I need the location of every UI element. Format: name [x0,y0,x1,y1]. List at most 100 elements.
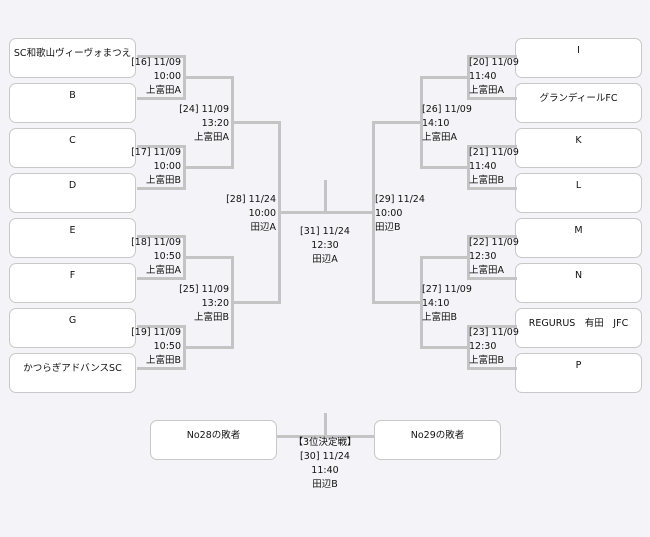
match-number-date: [23] 11/09 [469,327,519,338]
match-time: 14:10 [422,118,450,129]
bracket-line [372,301,423,304]
match-venue: 上富田B [145,175,181,186]
match-venue: 田辺A [250,222,277,233]
match-venue: 上富田A [469,85,504,96]
match-number-date: [19] 11/09 [131,327,181,338]
match-venue: 上富田A [194,132,229,143]
team-box-right: REGURUS 有田 JFC [515,308,642,348]
team-box-left: B [9,83,136,123]
bracket-line [467,55,517,58]
match-time: 11:40 [469,71,497,82]
team-name: D [68,180,77,191]
team-name: REGURUS 有田 JFC [528,318,629,329]
bracket-line [420,346,470,349]
match-venue: 上富田B [145,355,181,366]
match-number-date: [17] 11/09 [131,147,181,158]
team-box-right: グランディールFC [515,83,642,123]
match-time: 13:20 [201,298,229,309]
bracket-line [420,166,470,169]
bracket-line [420,256,470,259]
bracket-line [137,325,186,328]
match-time: 10:00 [248,208,276,219]
team-name: No28の敗者 [186,430,241,441]
match-number-date: [26] 11/09 [422,104,472,115]
team-box-right: I [515,38,642,78]
match-venue: 上富田A [422,132,457,143]
team-name: F [69,270,76,281]
match-time: 12:30 [469,341,497,352]
third-place-team-left: No28の敗者 [150,420,277,460]
team-name: K [575,135,582,146]
team-name: No29の敗者 [410,430,465,441]
match-time: 11:40 [469,161,497,172]
match-venue: 田辺A [312,254,338,265]
bracket-line [137,235,186,238]
team-box-left: SC和歌山ヴィーヴォまつえ [9,38,136,78]
team-name: C [69,135,76,146]
bracket-line [467,325,517,328]
team-name: N [574,270,583,281]
team-name: かつらぎアドバンスSC [23,363,122,374]
match-time: 10:00 [153,71,181,82]
team-box-left: かつらぎアドバンスSC [9,353,136,393]
bracket-line [278,211,328,214]
bracket-line [324,180,327,214]
match-number-date: [29] 11/24 [375,194,425,205]
team-box-right: K [515,128,642,168]
bracket-line [137,277,186,280]
match-time: 10:00 [375,208,403,219]
match-number-date: [25] 11/09 [179,284,229,295]
match-number-date: [31] 11/24 [300,226,350,237]
match-label-17: [17] 11/09 10:00 上富田B [131,146,181,188]
match-number-date: [28] 11/24 [226,194,276,205]
match-label-30: 【3位決定戦】 [30] 11/24 11:40 田辺B [275,436,375,492]
bracket-line [467,277,517,280]
match-label-26: [26] 11/09 14:10 上富田A [422,103,472,145]
bracket-line [137,55,186,58]
match-number-date: [27] 11/09 [422,284,472,295]
team-box-left: G [9,308,136,348]
team-box-left: E [9,218,136,258]
team-box-right: M [515,218,642,258]
match-time: 12:30 [311,240,339,251]
match-venue: 田辺B [375,222,401,233]
match-venue: 上富田A [146,85,181,96]
bracket-line [467,235,517,238]
bracket-line [183,256,234,259]
bracket-line [325,211,375,214]
bracket-line [231,121,281,124]
match-time: 10:50 [153,251,181,262]
match-label-29: [29] 11/24 10:00 田辺B [375,193,425,235]
team-name: I [577,45,580,56]
match-title: 【3位決定戦】 [293,437,357,448]
match-number-date: [24] 11/09 [179,104,229,115]
match-time: 12:30 [469,251,497,262]
match-label-28: [28] 11/24 10:00 田辺A [226,193,276,235]
match-venue: 上富田B [469,355,505,366]
match-venue: 上富田A [146,265,181,276]
bracket-line [183,346,234,349]
match-time: 10:00 [153,161,181,172]
team-box-left: C [9,128,136,168]
team-name: E [69,225,76,236]
bracket-line [137,97,186,100]
match-time: 14:10 [422,298,450,309]
bracket-line [137,187,186,190]
match-venue: 上富田B [469,175,505,186]
bracket-line [420,76,470,79]
team-box-left: F [9,263,136,303]
team-box-left: D [9,173,136,213]
bracket-line [467,187,517,190]
match-time: 13:20 [201,118,229,129]
team-box-right: L [515,173,642,213]
bracket-line [231,301,281,304]
third-place-team-right: No29の敗者 [374,420,501,460]
match-label-24: [24] 11/09 13:20 上富田A [179,103,229,145]
